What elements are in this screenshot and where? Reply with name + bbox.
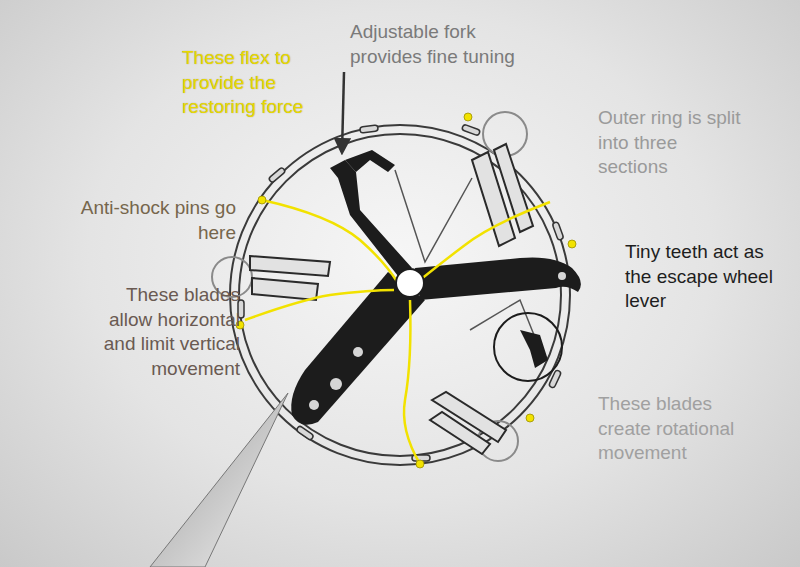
guide-blades — [250, 144, 533, 454]
annotation-label: Tiny teeth act as the escape wheel lever — [625, 240, 793, 314]
annotation-label: These blades allow horizontal and limit … — [86, 283, 240, 382]
annotation-label: Anti-shock pins go here — [41, 196, 236, 245]
anti-shock-dots — [236, 113, 576, 468]
escape-teeth — [520, 330, 548, 368]
oscillator-body — [291, 150, 581, 425]
tweezers — [150, 393, 288, 567]
inner-ring-edge — [239, 134, 561, 456]
hub — [396, 269, 424, 297]
annotation-label: These flex to provide the restoring forc… — [182, 46, 307, 120]
annotation-label: These blades create rotational movement — [598, 392, 760, 466]
annotation-label: Adjustable fork provides fine tuning — [350, 20, 545, 69]
outer-ring — [230, 125, 570, 465]
flex-blades — [245, 200, 550, 464]
annotation-label: Outer ring is split into three sections — [598, 106, 748, 180]
leader-arrow — [342, 72, 344, 152]
ring-slots — [238, 124, 564, 461]
teeth-circle — [494, 313, 562, 381]
